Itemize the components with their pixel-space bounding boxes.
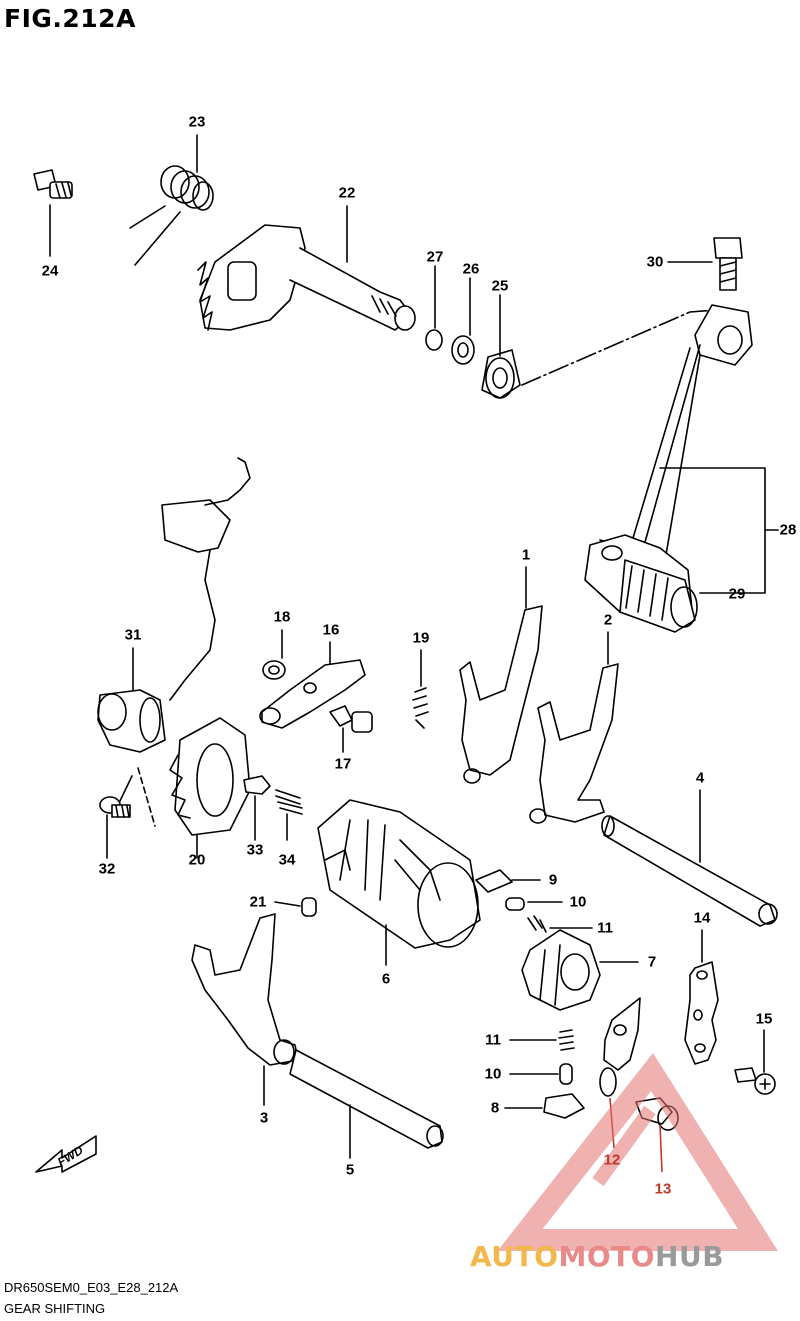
part-34-spring (275, 789, 303, 815)
part-25-bearing (481, 349, 521, 399)
callout-8: 8 (490, 1099, 500, 1117)
callout-3: 3 (259, 1109, 269, 1127)
part-3-fork-no3 (191, 913, 299, 1066)
callout-25: 25 (491, 277, 509, 295)
callout-15: 15 (755, 1010, 773, 1028)
callout-17: 17 (334, 755, 352, 773)
callout-31: 31 (124, 626, 142, 644)
part-20-cam-stopper-plate (169, 717, 251, 836)
callout-24: 24 (41, 262, 59, 280)
part-29-pedal-rubber (619, 559, 698, 633)
part-8-pawl-lower (543, 1093, 585, 1119)
callout-26: 26 (462, 260, 480, 278)
callout-2: 2 (603, 611, 613, 629)
callout-7: 7 (647, 953, 657, 971)
watermark-logo (497, 1052, 778, 1251)
callout-4: 4 (695, 769, 705, 787)
part-7-cam-guide (521, 929, 601, 1011)
part-23-spring (129, 165, 214, 266)
callout-20: 20 (188, 851, 206, 869)
part-30-bolt (713, 237, 743, 291)
callout-30: 30 (646, 253, 664, 271)
callout-29: 29 (728, 585, 746, 603)
callout-13: 13 (654, 1180, 672, 1198)
footer-code: DR650SEM0_E03_E28_212A (4, 1280, 179, 1295)
callout-33: 33 (246, 841, 264, 859)
callout-18: 18 (273, 608, 291, 626)
part-10-pin-lower (559, 1063, 573, 1085)
part-14-plate (684, 961, 719, 1065)
callout-10-upper: 10 (569, 893, 587, 911)
callout-5: 5 (345, 1161, 355, 1179)
part-5-fork-shaft (289, 1049, 444, 1149)
part-21-pin (301, 897, 317, 917)
callout-11-upper: 11 (597, 919, 613, 937)
part-33-pin (243, 775, 271, 795)
part-9-pawl (475, 869, 513, 893)
part-16-stopper-lever (259, 659, 366, 729)
part-18-washer (262, 660, 286, 680)
part-31-sensor (97, 457, 251, 753)
callout-1: 1 (521, 546, 531, 564)
part-19-spring (412, 687, 429, 729)
part-1-fork-no1 (459, 605, 543, 784)
part-26-washer (451, 335, 475, 365)
fwd-arrow (35, 1135, 97, 1173)
callout-34: 34 (278, 851, 296, 869)
callout-6: 6 (381, 970, 391, 988)
callout-12: 12 (603, 1151, 621, 1169)
watermark-part1: AUTO (470, 1240, 559, 1273)
watermark-text: AUTOMOTOHUB (470, 1240, 724, 1273)
part-11-spring-lower (558, 1029, 575, 1051)
callout-27: 27 (426, 248, 444, 266)
footer-name: GEAR SHIFTING (4, 1301, 106, 1316)
part-6-shift-cam (317, 799, 481, 949)
callout-32: 32 (98, 860, 116, 878)
callout-19: 19 (412, 629, 430, 647)
callout-10-lower: 10 (484, 1065, 502, 1083)
part-24-bolt (33, 169, 73, 199)
callout-22: 22 (338, 184, 356, 202)
callout-28: 28 (779, 521, 797, 539)
callout-11-lower: 11 (485, 1031, 501, 1049)
callout-9: 9 (548, 871, 558, 889)
watermark-part3: HUB (655, 1240, 725, 1273)
part-10-pin (505, 897, 525, 911)
part-12-plate (599, 997, 641, 1097)
callout-21: 21 (249, 893, 267, 911)
part-32-screw (99, 796, 131, 818)
watermark-part2: MOTO (558, 1240, 656, 1273)
part-22-shift-shaft (197, 224, 416, 331)
part-2-fork-no2 (529, 663, 619, 824)
callout-14: 14 (693, 909, 711, 927)
part-17-bolt (329, 705, 373, 733)
callout-23: 23 (188, 113, 206, 131)
part-15-screw (734, 1067, 776, 1095)
part-27-circlip (425, 329, 443, 351)
callout-16: 16 (322, 621, 340, 639)
part-4-fork-shaft (601, 815, 778, 927)
figure-title: FIG.212A (4, 4, 136, 33)
part-11-spring (527, 915, 547, 933)
